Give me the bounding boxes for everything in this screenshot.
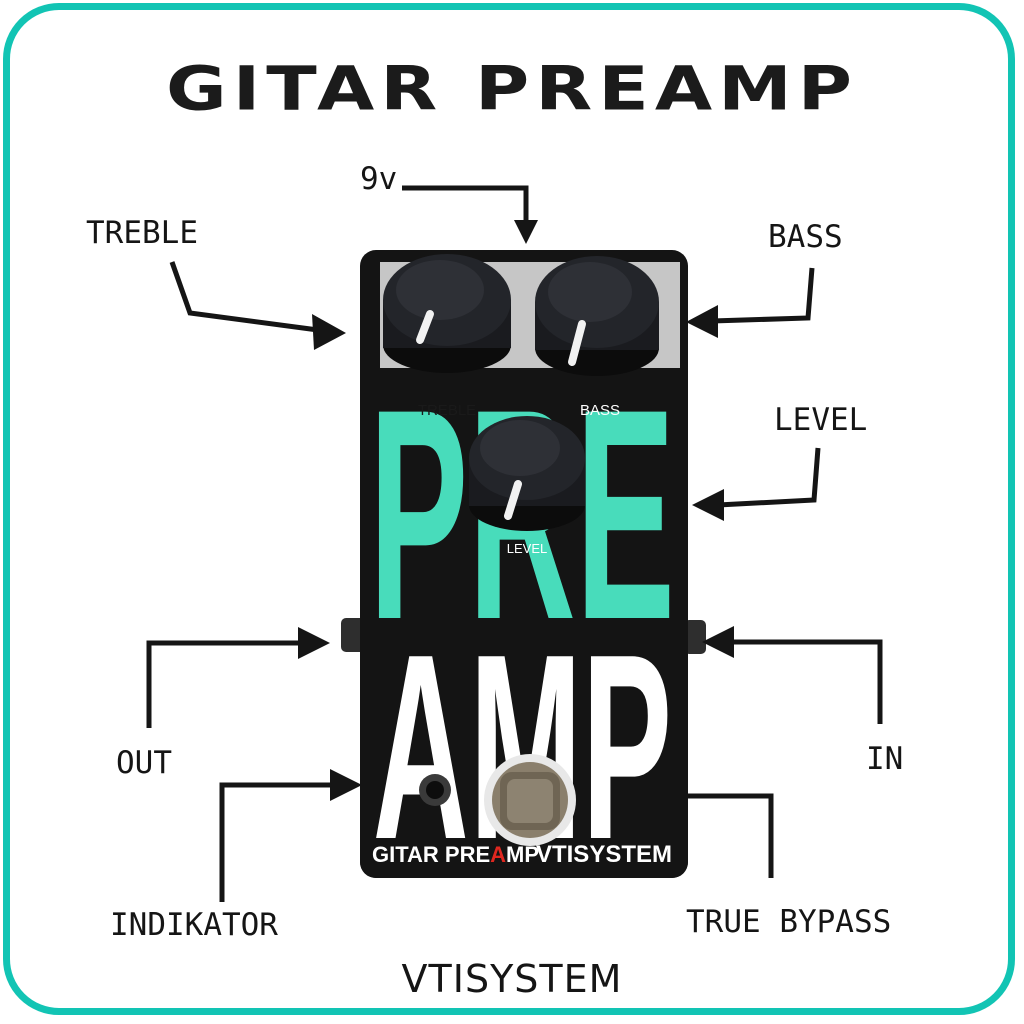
- knob-label-bass: BASS: [580, 402, 620, 419]
- treble-arrow: [169, 261, 319, 333]
- out-arrow: [146, 640, 302, 728]
- label-treble: TREBLE: [86, 215, 198, 251]
- power-arrow: [402, 185, 529, 222]
- label-bass: BASS: [768, 219, 843, 255]
- in-arrow: [730, 639, 883, 724]
- label-power: 9v: [360, 161, 398, 197]
- label-out: OUT: [116, 745, 172, 781]
- out-jack-icon: [341, 618, 365, 652]
- footer-brand: VTISYSTEM: [401, 957, 623, 1001]
- true-bypass-line: [688, 793, 774, 878]
- pedal-brand-left: GITAR PREAMP: [372, 842, 539, 867]
- label-level: LEVEL: [774, 402, 868, 438]
- knob-label-level: LEVEL: [507, 541, 547, 556]
- knob-label-treble: TREBLE: [418, 402, 476, 419]
- level-knob-icon: [469, 416, 585, 531]
- in-jack-icon: [684, 620, 706, 654]
- pedal-body: [360, 250, 688, 878]
- page-title: GITAR PREAMP: [166, 53, 858, 125]
- label-in: IN: [866, 741, 904, 777]
- indikator-arrow: [219, 782, 334, 902]
- pedal-brand-right: VTISYSTEM: [536, 841, 672, 868]
- bass-arrow: [711, 267, 815, 324]
- bass-knob-icon: [535, 256, 659, 376]
- label-indikator: INDIKATOR: [110, 907, 278, 943]
- label-true-bypass: TRUE BYPASS: [686, 904, 892, 940]
- treble-knob-icon: [383, 254, 511, 373]
- level-arrow: [717, 447, 821, 508]
- true-bypass-footswitch-icon: [484, 754, 576, 846]
